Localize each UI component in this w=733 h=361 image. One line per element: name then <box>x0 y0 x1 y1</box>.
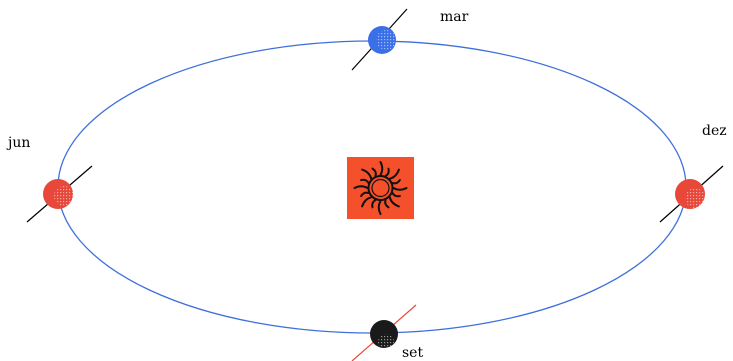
planet-dez <box>660 166 723 222</box>
sun-icon <box>347 157 414 219</box>
label-dez: dez <box>702 124 727 138</box>
label-mar: mar <box>440 10 468 24</box>
label-jun: jun <box>8 136 30 150</box>
label-set: set <box>402 346 423 360</box>
planet-mar <box>352 9 407 70</box>
